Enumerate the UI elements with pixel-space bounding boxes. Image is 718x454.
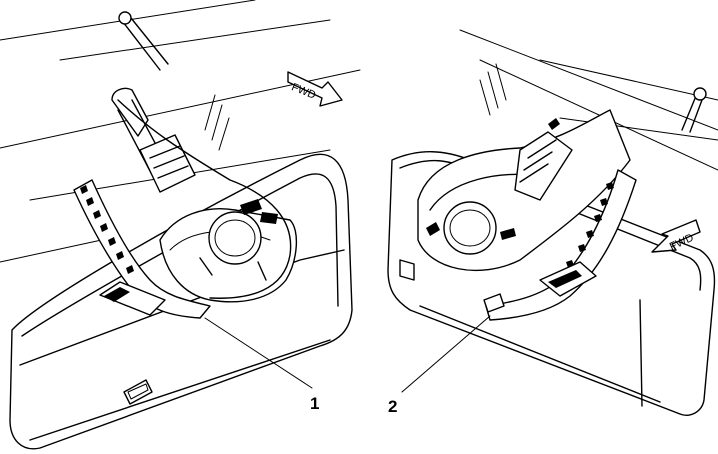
- left-sensor-clip: [240, 199, 278, 224]
- callout-2: 2: [388, 397, 397, 416]
- right-view: FWD 2: [387, 29, 718, 416]
- left-sensor-tab: [199, 257, 267, 281]
- left-view: FWD 1: [0, 0, 361, 450]
- left-wire-knob: [118, 11, 132, 25]
- right-pad-lip: [483, 293, 505, 313]
- callout-1: 1: [310, 394, 319, 413]
- left-glass-hatch: [204, 94, 230, 151]
- left-connector-detail: [149, 145, 189, 179]
- right-sensor-rim: [449, 209, 491, 247]
- left-detail-outline: [117, 99, 292, 299]
- right-connector-detail: [519, 139, 557, 183]
- left-bracket: [73, 179, 211, 319]
- left-mirror-bottom: [29, 339, 331, 441]
- right-glass-hatch: [479, 63, 507, 116]
- left-bracket-teeth: [80, 185, 134, 274]
- right-sensor-clip: [426, 222, 516, 240]
- right-mirror-corner: [639, 299, 643, 407]
- right-bracket-teeth: [566, 182, 614, 268]
- right-roof-line-2: [479, 59, 718, 171]
- left-mirror-switch-inner: [127, 383, 149, 400]
- leader-line-1: [204, 317, 313, 389]
- right-wire-knob: [693, 87, 707, 101]
- left-roof-line-2: [59, 19, 331, 61]
- right-bottom-pad-shade: [548, 270, 582, 288]
- right-connector: [514, 131, 573, 201]
- left-wire-stem: [122, 17, 169, 71]
- right-windshield-edge-2: [559, 117, 718, 141]
- right-windshield-edge: [539, 59, 718, 101]
- right-sensor: [443, 201, 497, 255]
- right-mirror-switch: [399, 259, 415, 281]
- left-sensor-rim: [214, 219, 256, 257]
- leader-line-2: [401, 315, 491, 393]
- left-connector: [139, 134, 196, 193]
- left-fwd-arrow: FWD: [287, 71, 343, 107]
- right-connector-top: [548, 118, 560, 130]
- right-wire-stem: [681, 95, 703, 133]
- left-wire-cover: [111, 87, 149, 137]
- right-mirror-bottom: [419, 305, 661, 403]
- left-sensor: [208, 211, 262, 265]
- left-bottom-pad-shade: [104, 287, 130, 302]
- right-roof-line: [459, 29, 718, 131]
- left-mirror-lower-edge: [19, 249, 345, 366]
